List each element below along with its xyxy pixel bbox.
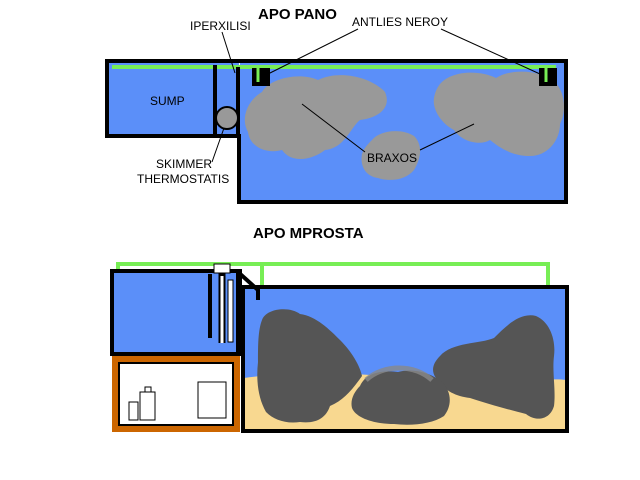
label-skimmer: SKIMMER	[156, 157, 212, 171]
label-rocks: BRAXOS	[367, 151, 417, 165]
return-pump-left-top	[252, 68, 270, 86]
leader-pump-right	[440, 28, 541, 75]
cabinet-box	[197, 381, 227, 419]
leader-rock-left	[301, 103, 366, 153]
cabinet-bottle-large	[139, 391, 156, 421]
tank-outline-top	[105, 59, 568, 204]
cabinet-bottle-cap	[144, 386, 152, 393]
rock-right-front	[433, 315, 555, 419]
return-pump-right-top	[539, 68, 557, 86]
display-outline-front	[241, 285, 569, 433]
leader-overflow	[221, 31, 236, 74]
rock-middle-top	[361, 131, 421, 180]
title-front-view: APO MPROSTA	[253, 225, 364, 242]
rock-left-front	[257, 309, 362, 423]
overflow-pipe-front	[236, 270, 260, 300]
leader-pump-left	[267, 28, 359, 75]
thermostat-front	[227, 279, 234, 343]
rock-bridge-front	[364, 365, 434, 382]
rock-middle-front	[351, 370, 450, 425]
skimmer-top	[215, 106, 239, 130]
leader-rock-right	[419, 123, 475, 151]
label-return-pumps: ANTLIES NEROY	[352, 15, 448, 29]
label-thermostat: THERMOSTATIS	[137, 172, 229, 186]
title-top-view: APO PANO	[258, 6, 337, 23]
rock-right-top	[433, 71, 565, 156]
top-view: IPERXILISI ANTLIES NEROY SUMP BRAXOS SKI…	[105, 15, 568, 204]
label-overflow: IPERXILISI	[190, 19, 251, 33]
sump-water-front	[113, 272, 239, 352]
leader-skimmer	[211, 127, 225, 163]
label-sump: SUMP	[150, 94, 185, 108]
skimmer-head-front	[213, 263, 231, 274]
rock-left-top	[244, 75, 387, 160]
front-view	[110, 262, 569, 433]
cabinet-bottle-small	[128, 401, 139, 421]
